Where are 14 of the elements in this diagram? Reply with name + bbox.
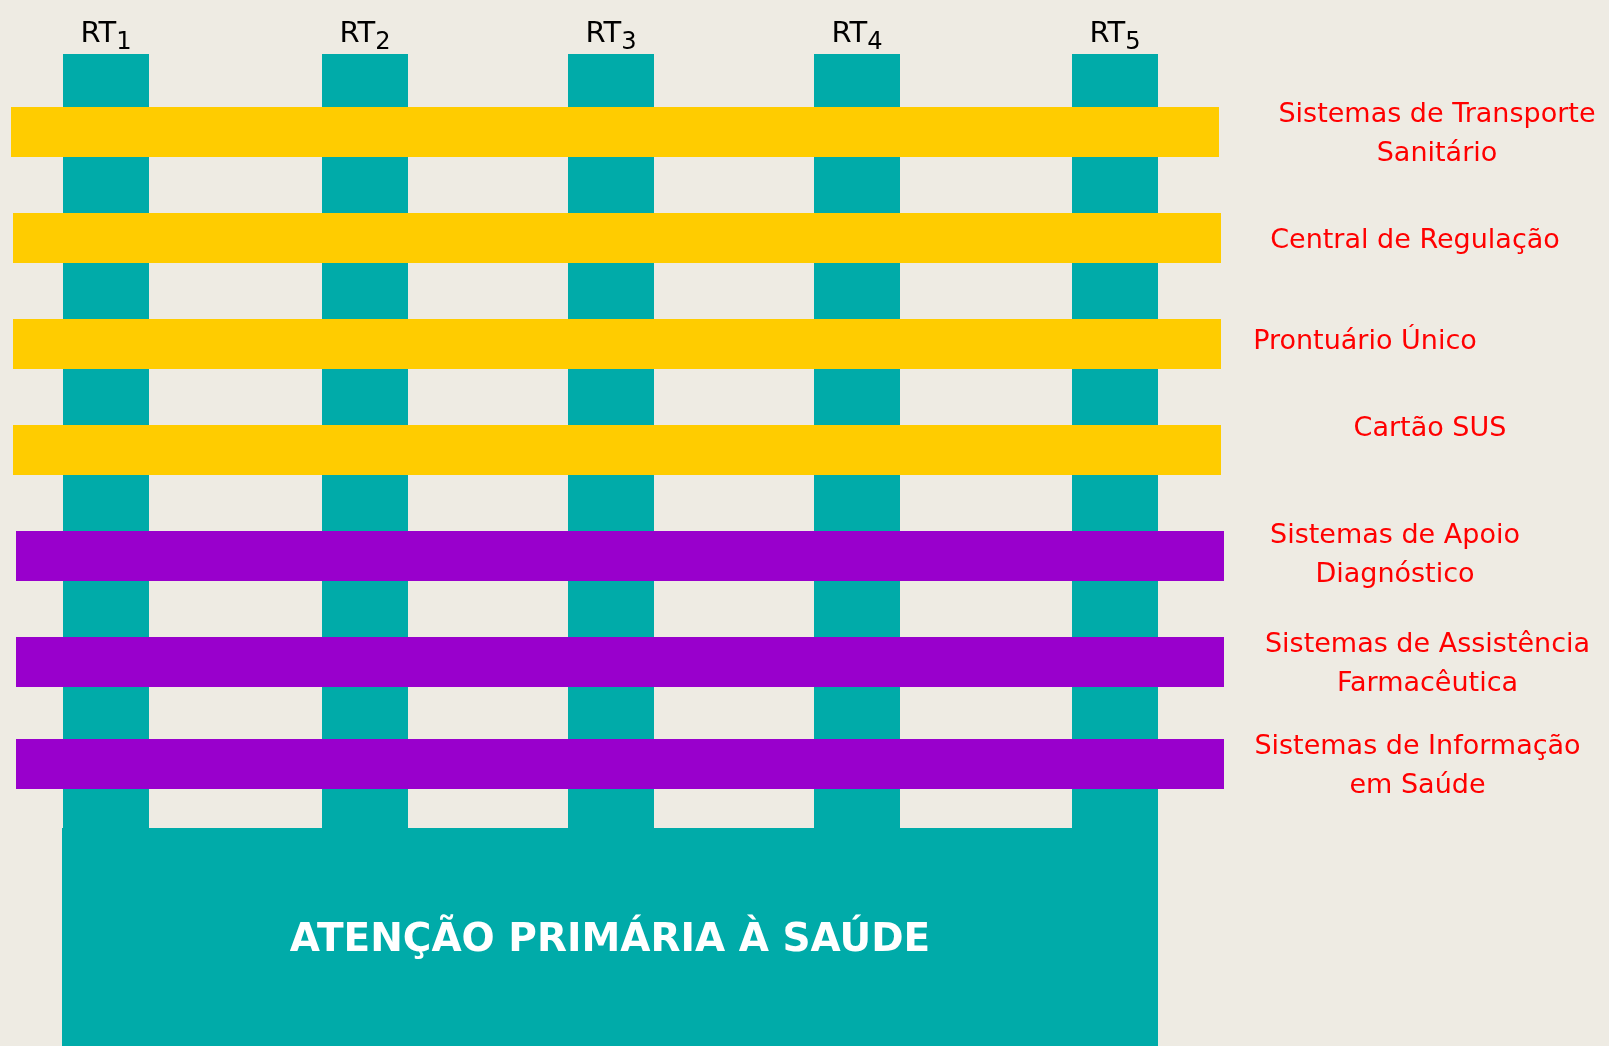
base-block xyxy=(62,828,1158,1046)
band-label: Central de Regulação xyxy=(1269,222,1561,256)
band-label: Cartão SUS xyxy=(1352,410,1508,444)
band-label: Prontuário Único xyxy=(1252,323,1478,357)
band-label: Sistemas de Apoio Diagnóstico xyxy=(1269,517,1521,590)
band-label: Sistemas de Informação em Saúde xyxy=(1253,728,1582,801)
column-heading: RT$_{2}$ xyxy=(339,15,391,49)
column-heading: RT$_{1}$ xyxy=(80,15,132,49)
band-label: Sistemas de Assistência Farmacêutica xyxy=(1263,626,1592,699)
column-heading: RT$_{4}$ xyxy=(831,15,883,49)
column-heading: RT$_{3}$ xyxy=(585,15,637,49)
column-heading: RT$_{5}$ xyxy=(1089,15,1141,49)
band-label: Sistemas de Transporte Sanitário xyxy=(1277,96,1597,169)
base-title: ATENÇÃO PRIMÁRIA À SAÚDE xyxy=(289,914,931,960)
